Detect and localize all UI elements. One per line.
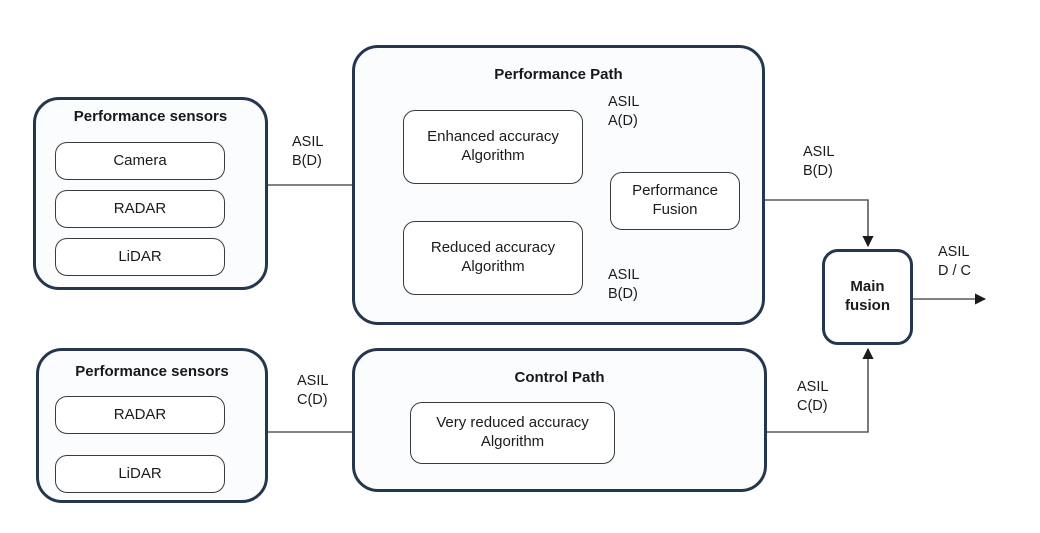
node-label-main-fusion: Main fusion: [845, 278, 890, 314]
edge-label-sensors-to-performance-path: ASIL B(D): [292, 134, 324, 169]
edge-label-reduced-to-performance-fusion: ASIL B(D): [608, 267, 640, 302]
edge-label-enhanced-to-performance-fusion: ASIL A(D): [608, 94, 640, 129]
group-title-performance-path: Performance Path: [494, 66, 623, 83]
sensor-label-lidar-top: LiDAR: [118, 247, 162, 265]
sensor-box-radar-top[interactable]: RADAR: [55, 190, 225, 228]
sensor-box-radar-bottom[interactable]: RADAR: [55, 396, 225, 434]
edge-label-main-fusion-output: ASIL D / C: [938, 244, 972, 279]
edge-label-sensors-to-control-path: ASIL C(D): [297, 373, 329, 408]
node-label-very-reduced-accuracy-algorithm: Very reduced accuracy Algorithm: [436, 414, 589, 450]
node-main-fusion[interactable]: Main fusion: [822, 249, 913, 345]
edge-label-performance-fusion-to-main-fusion: ASIL B(D): [803, 144, 835, 179]
node-enhanced-accuracy-algorithm[interactable]: Enhanced accuracy Algorithm: [403, 110, 583, 184]
sensor-label-lidar-bottom: LiDAR: [118, 464, 162, 482]
group-title-control-path: Control Path: [514, 369, 605, 386]
group-title-performance-sensors-top: Performance sensors: [73, 108, 228, 125]
node-label-performance-fusion: Performance Fusion: [632, 182, 718, 218]
sensor-box-lidar-top[interactable]: LiDAR: [55, 238, 225, 276]
group-title-performance-sensors-bottom: Performance sensors: [75, 363, 229, 380]
sensor-box-camera[interactable]: Camera: [55, 142, 225, 180]
sensor-label-radar-top: RADAR: [113, 199, 167, 217]
node-reduced-accuracy-algorithm[interactable]: Reduced accuracy Algorithm: [403, 221, 583, 295]
node-label-enhanced-accuracy-algorithm: Enhanced accuracy Algorithm: [427, 128, 559, 164]
sensor-label-camera: Camera: [113, 151, 167, 169]
node-performance-fusion[interactable]: Performance Fusion: [610, 172, 740, 230]
node-label-reduced-accuracy-algorithm: Reduced accuracy Algorithm: [430, 239, 556, 275]
sensor-box-lidar-bottom[interactable]: LiDAR: [55, 455, 225, 493]
edge-label-control-path-to-main-fusion: ASIL C(D): [797, 379, 829, 414]
node-very-reduced-accuracy-algorithm[interactable]: Very reduced accuracy Algorithm: [410, 402, 615, 464]
sensor-label-radar-bottom: RADAR: [113, 405, 167, 423]
